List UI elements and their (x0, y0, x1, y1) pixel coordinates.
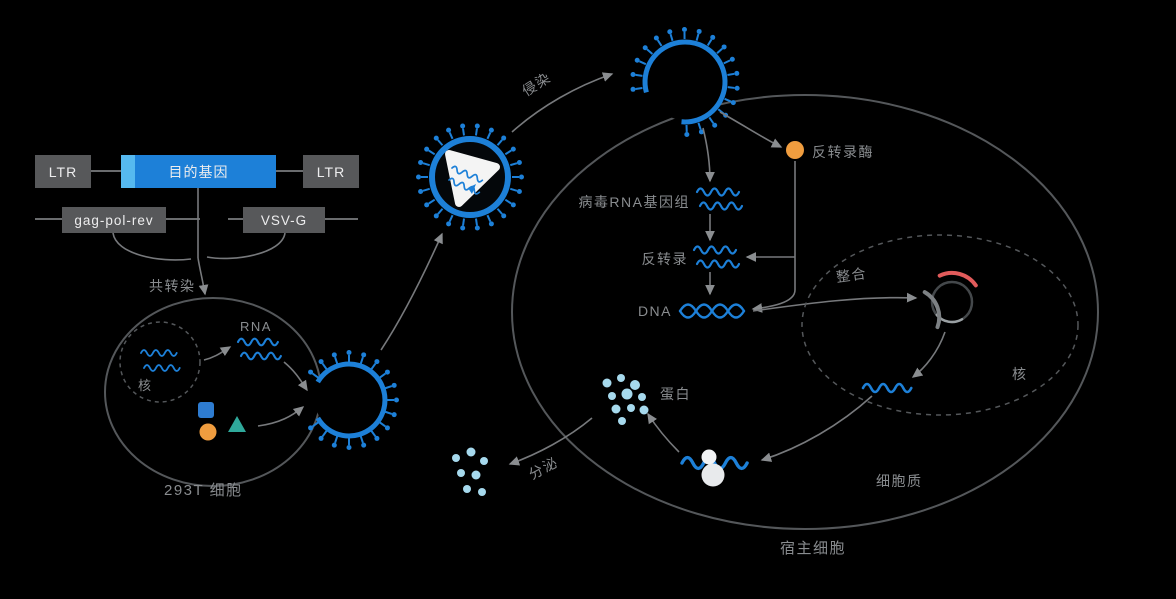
protein-label: 蛋白 (660, 386, 691, 402)
arrow-rna-to-budding (283, 361, 308, 392)
envelope-protein-icon (228, 416, 246, 432)
viral-rna-genome-label: 病毒RNA基因组 (578, 194, 690, 210)
arrow-virus-to-genome (702, 127, 715, 183)
arrow-integration (752, 292, 918, 312)
arrow-infection (511, 72, 614, 133)
entering-virus-spikes (630, 27, 740, 137)
ltr-right-label: LTR (316, 163, 346, 180)
vsv-g-label: VSV-G (260, 212, 308, 228)
arrow-proteins-to-budding (257, 406, 305, 427)
ltr-left-label: LTR (48, 163, 78, 180)
producer-nucleus-rna-icon (140, 349, 181, 372)
host-cell-membrane (511, 94, 1099, 530)
arrow-nucleus-to-rna (203, 346, 232, 361)
producer-nucleus-membrane (119, 321, 201, 403)
entering-virus-icon (630, 27, 740, 137)
arrow-into-293t (197, 257, 209, 296)
reverse-transcriptase-label: 反转录酶 (812, 144, 874, 160)
arrow-helper-merge (112, 232, 192, 261)
dna-helix-icon (678, 303, 746, 319)
ltr-left-box: LTR (35, 155, 91, 188)
reverse-transcription-icon (692, 245, 741, 269)
polymerase-protein-icon (199, 423, 217, 441)
reverse-transcriptase-icon (786, 141, 804, 159)
gag-protein-icon (198, 402, 214, 418)
target-gene-promoter-segment (121, 155, 135, 188)
intracellular-arrows (508, 111, 946, 466)
target-gene-box: 目的基因 (121, 155, 276, 188)
host-nucleus-membrane (801, 234, 1079, 416)
protein-dots (602, 374, 649, 425)
host-cell-label: 宿主细胞 (780, 540, 847, 557)
vsv-g-box: VSV-G (243, 207, 325, 233)
producer-nucleus-label: 核 (138, 378, 153, 393)
arrow-genome-to-mrna (911, 331, 946, 378)
assembly-arrows (203, 346, 308, 427)
dna-label: DNA (637, 303, 672, 319)
rna-transcripts-icon (236, 337, 282, 361)
arrow-virus-to-rt (719, 111, 783, 148)
nuclear-mrna-icon (861, 382, 913, 394)
capsid-rna-icon (447, 164, 485, 196)
gag-pol-rev-label: gag-pol-rev (74, 212, 154, 228)
ribosome-icon (680, 449, 749, 487)
cotransfection-arrows (112, 188, 286, 296)
free-virus-icon (416, 123, 524, 231)
reverse-transcription-label: 反转录 (641, 251, 688, 267)
arrow-budding-to-free-virus (380, 232, 443, 351)
producer-cell-label: 293T 细胞 (164, 482, 243, 499)
free-virus-spikes (416, 123, 524, 231)
viral-rna-genome-icon (695, 187, 744, 211)
capsid-icon (445, 150, 500, 207)
gag-pol-rev-box: gag-pol-rev (62, 207, 166, 233)
host-nucleus-label: 核 (1012, 366, 1028, 382)
budding-virus-icon (308, 350, 399, 450)
arrow-ribosome-to-protein (647, 412, 680, 453)
integrated-genome-icon (922, 270, 978, 330)
arrow-rt-branch-dna (751, 289, 796, 313)
integration-label: 整合 (835, 264, 868, 286)
budding-virus-spikes (308, 350, 399, 450)
cotransfection-label: 共转染 (149, 278, 196, 294)
target-gene-label: 目的基因 (168, 163, 229, 180)
arrow-envelope-merge (206, 232, 286, 260)
rna-label: RNA (240, 319, 272, 334)
secreted-protein-dots (452, 447, 488, 496)
arrow-mrna-to-ribosome (760, 395, 873, 462)
cytoplasm-label: 细胞质 (876, 473, 923, 489)
arrow-secretion (508, 417, 593, 466)
ltr-right-box: LTR (303, 155, 359, 188)
